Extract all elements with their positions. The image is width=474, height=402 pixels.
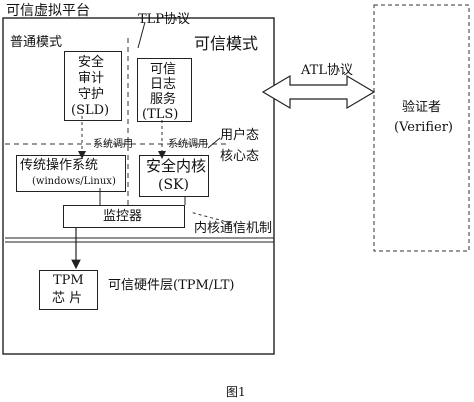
traditional-os-box [16,155,126,192]
secure-kernel-line2: (SK) [158,177,189,193]
tls-line3: 服务 [150,92,177,107]
tpm-line1: TPM [53,273,84,288]
secure-kernel-box [139,155,209,197]
tls-line2: 日志 [150,77,177,92]
sld-line2: 审计 [78,71,105,86]
atl-protocol-label: ATL协议 [301,63,353,78]
verifier-line1: 验证者 [402,100,442,115]
tls-line4: (TLS) [142,107,179,122]
monitor-label: 监控器 [103,209,143,224]
tlp-protocol-label: TLP协议 [138,12,191,27]
monitor-box [63,205,185,228]
platform-frame [2,17,275,355]
tls-box [137,58,192,122]
sld-box [64,51,122,121]
sld-line3: 守护 [78,87,105,102]
trusted-mode-label: 可信模式 [194,34,259,53]
figure-caption: 图1 [226,385,246,399]
kernel-state-label: 核心态 [220,149,260,164]
platform-title: 可信虚拟平台 [6,3,90,19]
tpm-line2: 芯 片 [52,291,83,306]
secure-kernel-line1: 安全内核 [146,157,207,175]
verifier-frame [373,4,470,252]
user-state-label: 用户态 [220,128,260,143]
traditional-os-line2: (windows/Linux) [32,176,116,187]
verifier-line2: (Verifier) [394,120,453,135]
tpm-box [39,270,98,310]
tls-line1: 可信 [150,62,177,77]
normal-mode-label: 普通模式 [10,35,63,50]
atl-double-arrow [261,74,376,110]
hardware-layer-label: 可信硬件层(TPM/LT) [108,278,235,293]
syscall-left-label: 系统调用 [93,139,133,150]
syscall-right-label: 系统调用 [168,139,208,150]
sld-line4: (SLD) [71,103,110,118]
traditional-os-line1: 传统操作系统 [20,158,99,173]
sld-line1: 安全 [78,55,105,70]
kernel-comm-label: 内核通信机制 [194,221,273,236]
